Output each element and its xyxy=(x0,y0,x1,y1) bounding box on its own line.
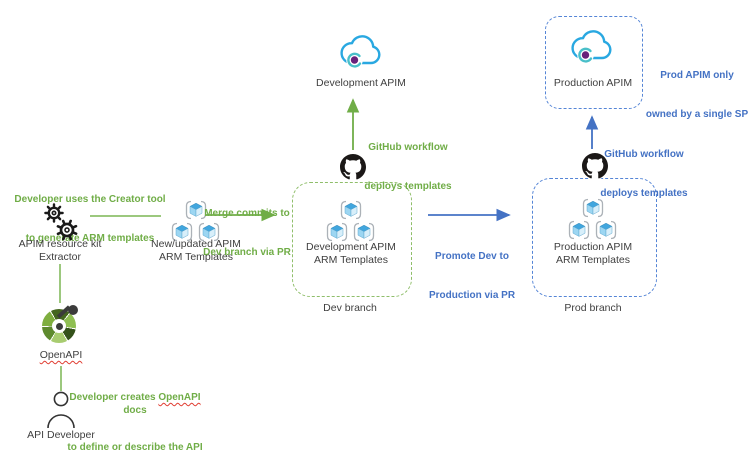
new-templates-label: New/updated APIM ARM Templates xyxy=(136,238,256,264)
dev-branch-caption: Dev branch xyxy=(323,302,377,314)
github-octocat-icon xyxy=(582,153,608,179)
person-icon xyxy=(47,391,75,429)
extractor-label-line2: Extractor xyxy=(38,251,81,263)
promote-note: Promote Dev to Production via PR xyxy=(410,224,534,328)
dev-branch-line2: ARM Templates xyxy=(314,254,388,266)
openapi-logo-icon xyxy=(42,304,80,345)
promote-note-line1: Promote Dev to xyxy=(435,251,509,262)
gears-icon xyxy=(44,203,78,241)
merge-note-line2: Dev branch via PR xyxy=(203,247,291,258)
prod-github-icon-wrap xyxy=(581,152,609,180)
dev-branch-box xyxy=(292,182,412,297)
merge-note: Merge commits to Dev branch via PR xyxy=(185,181,309,285)
openapi-label: OpenAPI xyxy=(31,349,91,362)
openapi-hub-dot xyxy=(56,323,63,330)
openapi-note-line1: Developer creates OpenAPI docs xyxy=(64,392,206,417)
creator-note: Developer uses the Creator tool to gener… xyxy=(8,167,172,271)
dev-github-icon-wrap xyxy=(339,153,367,181)
prod-owner-line1: Prod APIM only xyxy=(660,70,734,81)
api-developer-label: API Developer xyxy=(27,429,95,441)
openapi-label-text: OpenAPI xyxy=(39,349,83,361)
prod-apim-cloud-icon xyxy=(571,30,612,65)
openapi-note-line2: to define or describe the API xyxy=(67,442,203,451)
merge-note-line1: Merge commits to xyxy=(204,208,290,219)
dev-branch-line1: Development APIM xyxy=(306,241,396,253)
openapi-note-pre: Developer creates xyxy=(69,392,159,403)
prod-branch-label: Production APIM ARM Templates xyxy=(538,241,648,267)
arm-template-cube-icon xyxy=(353,222,375,242)
prod-owner-note: Prod APIM only owned by a single SP xyxy=(637,43,749,147)
prod-branch-line2: ARM Templates xyxy=(556,254,630,266)
openapi-note: Developer creates OpenAPI docs to define… xyxy=(64,367,206,451)
extractor-label: APIM resource kit Extractor xyxy=(10,238,110,264)
dev-deploy-note: GitHub workflow deploys templates xyxy=(348,115,468,219)
dev-deploy-line1: GitHub workflow xyxy=(368,142,448,153)
github-octocat-icon xyxy=(340,154,366,180)
arm-template-cube-icon xyxy=(326,222,348,242)
extractor-label-line1: APIM resource kit xyxy=(18,238,102,250)
dev-apim-cloud-icon xyxy=(340,35,381,70)
openapi-note-word: OpenAPI xyxy=(158,392,201,403)
prod-deploy-line1: GitHub workflow xyxy=(604,149,684,160)
prod-apim-label: Production APIM xyxy=(553,77,633,89)
prod-deploy-note: GitHub workflow deploys templates xyxy=(584,122,704,226)
openapi-note-post: docs xyxy=(123,392,204,416)
dev-apim-label: Development APIM xyxy=(316,77,406,89)
creator-note-line2: to generate ARM templates xyxy=(25,233,155,244)
dev-deploy-line2: deploys templates xyxy=(364,181,452,192)
prod-apim-box xyxy=(545,16,643,109)
prod-owner-line2: owned by a single SP xyxy=(645,109,749,120)
new-templates-line2: ARM Templates xyxy=(159,251,233,263)
openapi-knob xyxy=(68,305,78,315)
dev-branch-label: Development APIM ARM Templates xyxy=(296,241,406,267)
promote-note-line2: Production via PR xyxy=(428,290,516,301)
creator-note-line1: Developer uses the Creator tool xyxy=(14,194,166,205)
prod-branch-line1: Production APIM xyxy=(553,241,633,253)
prod-branch-caption: Prod branch xyxy=(564,302,622,314)
prod-deploy-line2: deploys templates xyxy=(600,188,688,199)
new-templates-line1: New/updated APIM xyxy=(151,238,241,250)
